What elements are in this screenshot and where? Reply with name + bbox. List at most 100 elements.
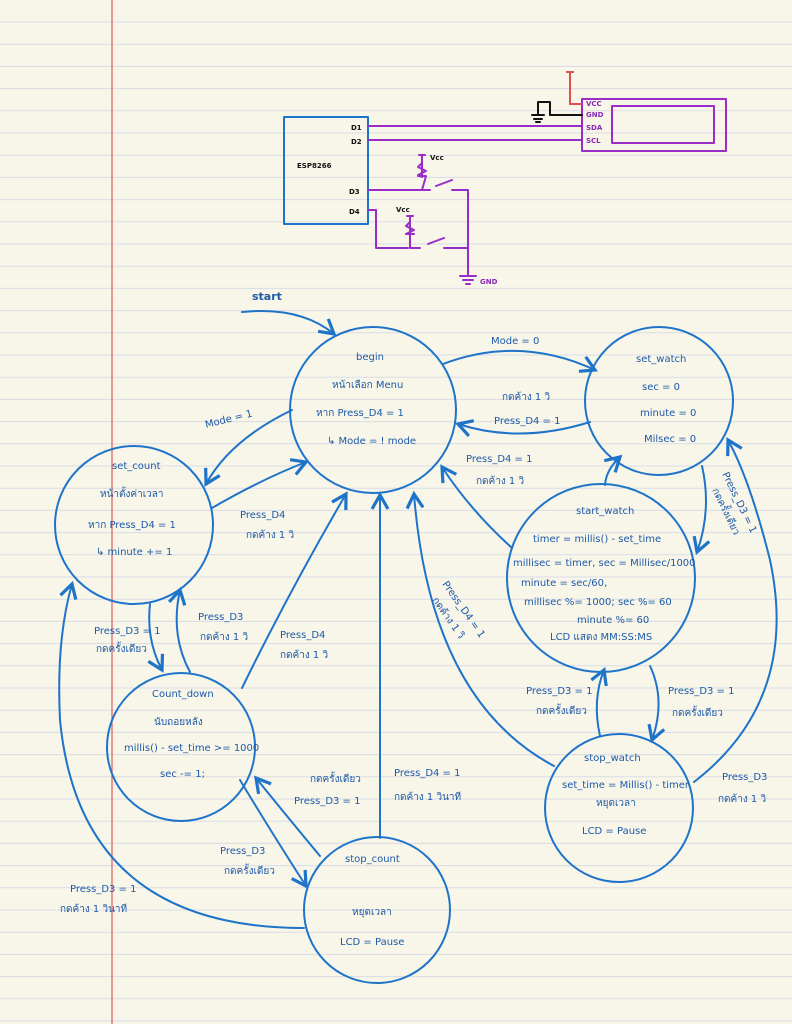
resistor-1: [417, 154, 427, 178]
start-watch-line-2: millisec = timer, sec = Millisec/1000: [513, 558, 696, 569]
notebook-lines: [0, 21, 792, 1022]
label-mode-1: Mode = 1: [204, 409, 254, 431]
count-down-line-3: sec -= 1;: [160, 769, 205, 780]
label-mode-0: Mode = 0: [491, 336, 539, 347]
begin-line-2: หาก Press_D4 = 1: [316, 408, 404, 419]
count-down-title: Count_down: [152, 689, 214, 700]
start-arrow: [241, 309, 337, 337]
label-cd-sc-2: กดค้าง 1 วิ: [200, 631, 248, 643]
set-count-line-2: หาก Press_D4 = 1: [88, 520, 176, 531]
vcc-label-2: Vcc: [396, 206, 410, 214]
arrow-begin-setwatch: [442, 349, 598, 373]
set-watch-title: set_watch: [636, 354, 686, 365]
label-stc-sc-1: Press_D3 = 1: [70, 884, 136, 895]
arrow-startwatch-stopwatch: [647, 665, 666, 744]
label-sc-cd-2: กดครั้งเดียว: [96, 641, 147, 655]
stop-watch-line-2: หยุดเวลา: [596, 798, 636, 809]
pin-d4: D4: [349, 208, 360, 216]
start-watch-line-1: timer = millis() - set_time: [533, 534, 661, 545]
label-stpw-sw-1: Press_D3: [722, 772, 767, 783]
start-watch-line-3: minute = sec/60,: [521, 578, 607, 589]
label-sc-begin-1: Press_D4: [240, 510, 285, 521]
pin-d3: D3: [349, 188, 360, 196]
arrow-stopcount-countdown: [253, 775, 321, 857]
label-stw-stpw-1: Press_D3 = 1: [526, 686, 592, 697]
label-sw-begin-2: Press_D4 = 1: [494, 416, 560, 427]
label-stpw-stw-1: Press_D3 = 1: [668, 686, 734, 697]
arrow-stopwatch-begin: [405, 490, 555, 767]
stop-count-line-1: หยุดเวลา: [352, 907, 392, 918]
count-down-line-1: นับถอยหลัง: [154, 717, 203, 728]
state-set-watch: [584, 326, 734, 476]
ground-symbol: [459, 265, 477, 285]
arrow-stopwatch-startwatch: [590, 667, 608, 737]
pin-d2: D2: [351, 138, 362, 146]
set-count-title: set_count: [112, 461, 161, 472]
stop-watch-title: stop_watch: [584, 753, 641, 764]
set-watch-line-2: minute = 0: [640, 408, 696, 419]
transition-labels: Mode = 0 กดค้าง 1 วิ Press_D4 = 1 Mode =…: [60, 336, 767, 915]
label-sc-cd-1: Press_D3 = 1: [94, 626, 160, 637]
arrow-stopwatch-setwatch: [693, 437, 778, 783]
vcc-wire: [566, 71, 582, 105]
resistor-2: [405, 215, 415, 235]
arrow-stopcount-setcount: [58, 580, 305, 929]
lcd-pin-vcc: VCC: [586, 100, 602, 108]
label-cd-begin-1: Press_D4: [280, 630, 325, 641]
label-stc-begin-2: กดค้าง 1 วินาที: [394, 791, 461, 803]
set-watch-line-1: sec = 0: [642, 382, 680, 393]
label-stw-begin-1: Press_D4 = 1: [466, 454, 532, 465]
vcc-label-1: Vcc: [430, 154, 444, 162]
state-stop-count: [303, 836, 451, 984]
pin-d1: D1: [351, 124, 362, 132]
label-stc-cd-1: กดครั้งเดียว: [310, 771, 361, 785]
start-watch-line-4: millisec %= 1000; sec %= 60: [524, 597, 672, 608]
arrow-setwatch-begin: [454, 419, 591, 437]
arrow-countdown-stopcount: [239, 779, 308, 889]
label-stw-begin-2: กดค้าง 1 วิ: [476, 475, 524, 487]
start-watch-line-6: LCD แสดง MM:SS:MS: [550, 632, 652, 643]
begin-line-1: หน้าเลือก Menu: [332, 379, 403, 391]
stop-count-line-2: LCD = Pause: [340, 937, 404, 948]
label-stc-sc-2: กดค้าง 1 วินาที: [60, 903, 127, 915]
label-sc-begin-2: กดค้าง 1 วิ: [246, 529, 294, 541]
arrow-startwatch-begin: [440, 464, 513, 549]
label-cd-stc-1: Press_D3: [220, 846, 265, 857]
set-count-line-3: ↳ minute += 1: [96, 547, 172, 558]
arrow-setcount-begin: [211, 458, 310, 509]
gnd-label: GND: [480, 278, 498, 286]
label-stw-stpw-2: กดครั้งเดียว: [536, 703, 587, 717]
label-stpw-sw-2: กดค้าง 1 วิ: [718, 793, 766, 805]
start-watch-title: start_watch: [576, 506, 634, 517]
label-cd-begin-2: กดค้าง 1 วิ: [280, 649, 328, 661]
state-count-down: [106, 672, 256, 822]
arrow-setwatch-startwatch: [692, 465, 711, 556]
label-cd-stc-2: กดครั้งเดียว: [224, 863, 275, 877]
arrow-countdown-begin: [241, 491, 348, 689]
lcd-pin-sda: SDA: [586, 124, 603, 132]
label-cd-sc-1: Press_D3: [198, 612, 243, 623]
esp8266-block: [283, 116, 369, 225]
label-stc-cd-2: Press_D3 = 1: [294, 796, 360, 807]
label-stc-begin-1: Press_D4 = 1: [394, 768, 460, 779]
label-sw-begin-1: กดค้าง 1 วิ: [502, 391, 550, 403]
stop-watch-line-3: LCD = Pause: [582, 826, 646, 837]
state-set-count: [54, 445, 214, 605]
set-watch-line-3: Milsec = 0: [644, 434, 696, 445]
stop-watch-line-1: set_time = Millis() - timer: [562, 780, 690, 791]
esp8266-label: ESP8266: [297, 162, 332, 170]
count-down-line-2: millis() - set_time >= 1000: [124, 743, 259, 754]
begin-line-3: ↳ Mode = ! mode: [327, 436, 416, 447]
begin-title: begin: [356, 352, 384, 363]
lcd-pin-gnd: GND: [586, 111, 604, 119]
transition-arrows: [58, 349, 778, 929]
circuit-schematic: ESP8266 D1 D2 D3 D4 VCC GND SDA SCL Vcc …: [283, 71, 727, 286]
start-watch-line-5: minute %= 60: [577, 615, 649, 626]
lcd-screen: [611, 105, 715, 144]
label-stpw-stw-2: กดครั้งเดียว: [672, 705, 723, 719]
arrow-begin-setcount: [204, 409, 293, 487]
start-label: start: [252, 290, 282, 303]
lcd-pin-scl: SCL: [586, 137, 601, 145]
arrow-setcount-countdown: [147, 603, 165, 673]
